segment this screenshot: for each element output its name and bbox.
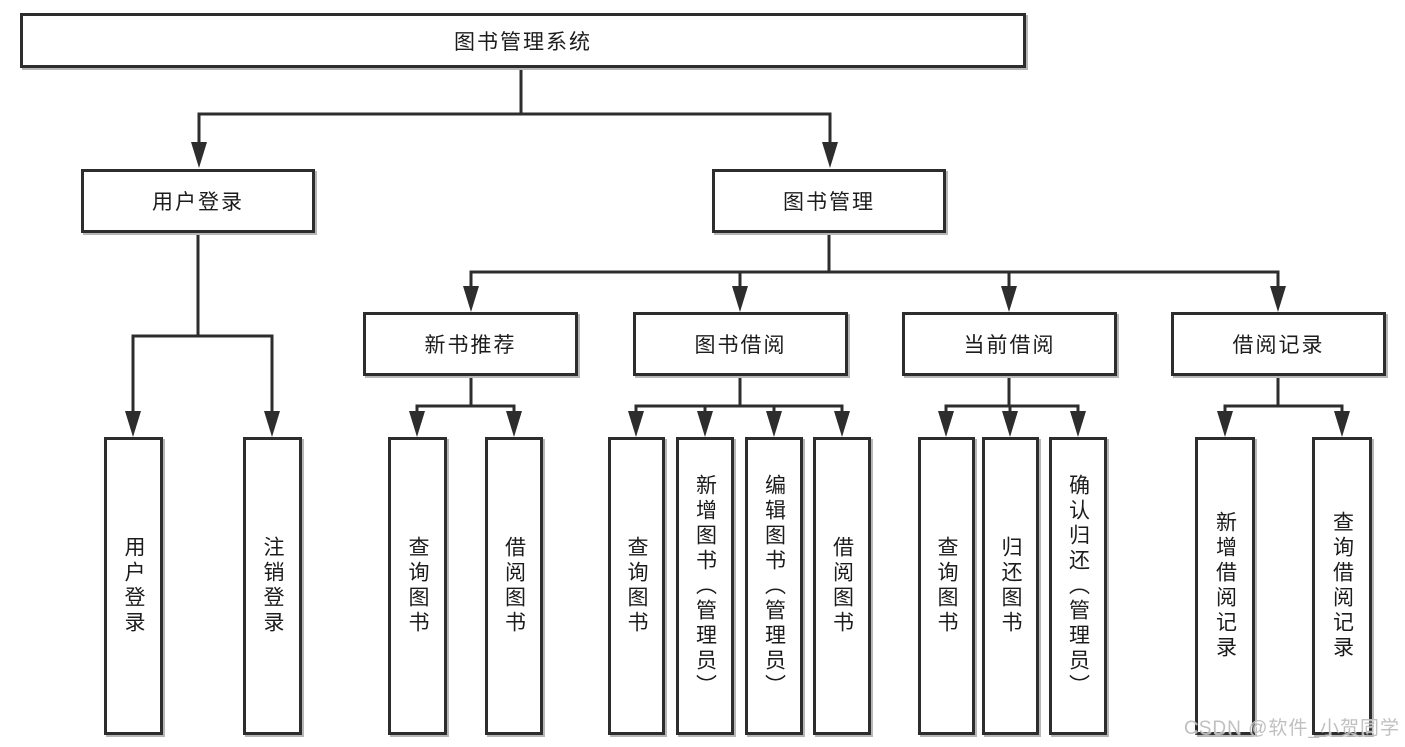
leaf-return-book: 归还图书 xyxy=(982,437,1039,735)
node-label: 图书管理 xyxy=(783,191,875,214)
arrowhead-icon xyxy=(125,411,141,437)
arrowhead-icon xyxy=(697,411,713,437)
node-label: 新书推荐 xyxy=(424,334,517,357)
arrowhead-icon xyxy=(834,411,850,437)
leaf-add-borrow-record: 新增借阅记录 xyxy=(1195,437,1255,735)
node-label: 编辑图书（管理员） xyxy=(762,473,786,699)
arrowhead-icon xyxy=(409,411,425,437)
node-label: 查询图书 xyxy=(406,536,429,636)
leaf-query-books-borrowing: 查询图书 xyxy=(608,437,665,735)
leaf-logout-login: 注销登录 xyxy=(243,437,302,735)
node-label: 查询图书 xyxy=(935,536,958,636)
leaf-query-books-recommend: 查询图书 xyxy=(388,437,447,735)
node-book-borrowing: 图书借阅 xyxy=(633,312,848,376)
leaf-borrow-books-borrowing: 借阅图书 xyxy=(813,437,871,735)
arrowhead-icon xyxy=(1270,286,1286,312)
leaf-borrow-books-recommend: 借阅图书 xyxy=(485,437,543,735)
arrowhead-icon xyxy=(1070,411,1086,437)
node-label: 查询借阅记录 xyxy=(1330,511,1354,661)
leaf-add-book-admin: 新增图书（管理员） xyxy=(676,437,734,735)
node-label: 借阅图书 xyxy=(502,536,526,636)
leaf-user-login: 用户登录 xyxy=(104,437,163,735)
node-label: 用户登录 xyxy=(152,191,244,214)
arrowhead-icon xyxy=(1217,411,1233,437)
leaf-edit-book-admin: 编辑图书（管理员） xyxy=(745,437,803,735)
arrowhead-icon xyxy=(264,411,280,437)
arrowhead-icon xyxy=(506,411,522,437)
node-label: 新增图书（管理员） xyxy=(693,473,717,699)
arrowhead-icon xyxy=(822,142,838,168)
arrowhead-icon xyxy=(1001,286,1017,312)
node-label: 用户登录 xyxy=(122,536,145,636)
leaf-query-books-current: 查询图书 xyxy=(918,437,975,735)
leaf-query-borrow-record: 查询借阅记录 xyxy=(1312,437,1372,735)
leaf-confirm-return-admin: 确认归还（管理员） xyxy=(1049,437,1107,735)
node-label: 归还图书 xyxy=(999,536,1022,636)
node-label: 图书借阅 xyxy=(694,334,787,357)
node-label: 借阅记录 xyxy=(1232,334,1325,357)
node-label: 注销登录 xyxy=(261,536,284,636)
node-library-management-system: 图书管理系统 xyxy=(20,13,1026,68)
arrowhead-icon xyxy=(938,411,954,437)
node-user-login: 用户登录 xyxy=(81,169,315,233)
arrowhead-icon xyxy=(1334,411,1350,437)
node-borrowing-records: 借阅记录 xyxy=(1171,312,1386,376)
arrowhead-icon xyxy=(191,142,207,168)
arrowhead-icon xyxy=(732,286,748,312)
arrowhead-icon xyxy=(628,411,644,437)
node-current-borrowing: 当前借阅 xyxy=(902,312,1117,376)
arrowhead-icon xyxy=(1002,411,1018,437)
arrowhead-icon xyxy=(766,411,782,437)
node-book-management: 图书管理 xyxy=(712,169,946,233)
arrowhead-icon xyxy=(463,286,479,312)
csdn-watermark: CSDN @软件_小贺同学 xyxy=(1184,718,1400,739)
node-label: 当前借阅 xyxy=(963,334,1056,357)
node-label: 查询图书 xyxy=(625,536,648,636)
node-label: 借阅图书 xyxy=(830,536,854,636)
node-new-book-recommend: 新书推荐 xyxy=(363,312,578,376)
node-label: 图书管理系统 xyxy=(454,30,592,54)
node-label: 确认归还（管理员） xyxy=(1066,473,1090,699)
node-label: 新增借阅记录 xyxy=(1213,511,1237,661)
